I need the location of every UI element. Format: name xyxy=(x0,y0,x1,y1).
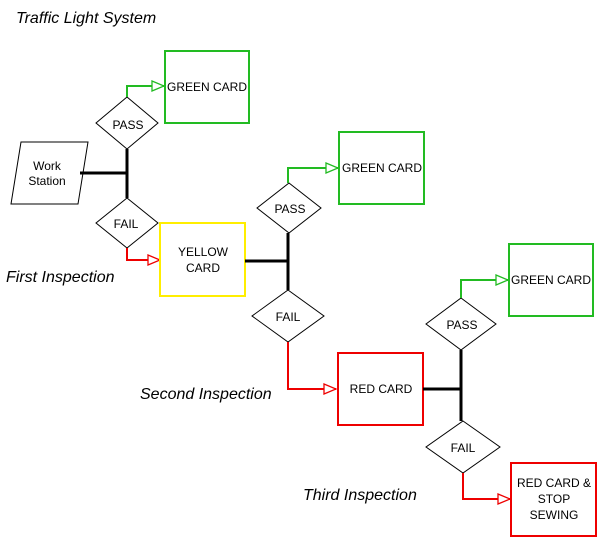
pass-2-label: PASS xyxy=(274,202,305,216)
green-card-1-box xyxy=(164,50,250,124)
fail-3-arrow xyxy=(462,473,510,499)
pass-2-diamond xyxy=(256,182,322,234)
pass-3-diamond xyxy=(425,297,497,351)
third-inspection-label: Third Inspection xyxy=(303,487,417,504)
red-card-stop-label-line2: STOP xyxy=(538,492,570,506)
pass-1-arrow xyxy=(126,86,164,97)
red-card-stop-label-line3: SEWING xyxy=(530,508,579,522)
fail-1-arrow xyxy=(126,248,160,260)
work-station-label-line1: Work xyxy=(33,159,62,173)
yellow-card-box xyxy=(159,222,246,297)
pass-3-arrow xyxy=(460,280,508,298)
red-card-stop-box xyxy=(510,462,597,537)
work-station-label-line2: Station xyxy=(28,174,65,188)
work-station-shape xyxy=(10,141,89,205)
fail-2-label: FAIL xyxy=(276,310,301,324)
first-inspection-label: First Inspection xyxy=(6,269,115,286)
second-inspection-label: Second Inspection xyxy=(140,386,272,403)
red-card-label: RED CARD xyxy=(350,382,413,396)
green-card-1-label: GREEN CARD xyxy=(167,80,247,94)
green-card-3-label: GREEN CARD xyxy=(511,273,591,287)
yellow-card-label-line2: CARD xyxy=(186,261,220,275)
pass-1-label: PASS xyxy=(112,118,143,132)
pass-2-arrow xyxy=(287,168,338,183)
pass-3-label: PASS xyxy=(446,318,477,332)
fail-2-arrow xyxy=(287,342,336,389)
green-card-3-box xyxy=(508,243,594,317)
red-card-stop-label-line1: RED CARD & xyxy=(517,476,591,490)
fail-1-label: FAIL xyxy=(114,217,139,231)
yellow-card-label-line1: YELLOW xyxy=(178,245,229,259)
diagram-title: Traffic Light System xyxy=(16,10,156,27)
green-card-2-label: GREEN CARD xyxy=(342,161,422,175)
red-card-box xyxy=(337,352,424,426)
fail-3-label: FAIL xyxy=(451,441,476,455)
green-card-2-box xyxy=(338,131,425,205)
pass-1-diamond xyxy=(95,96,159,150)
